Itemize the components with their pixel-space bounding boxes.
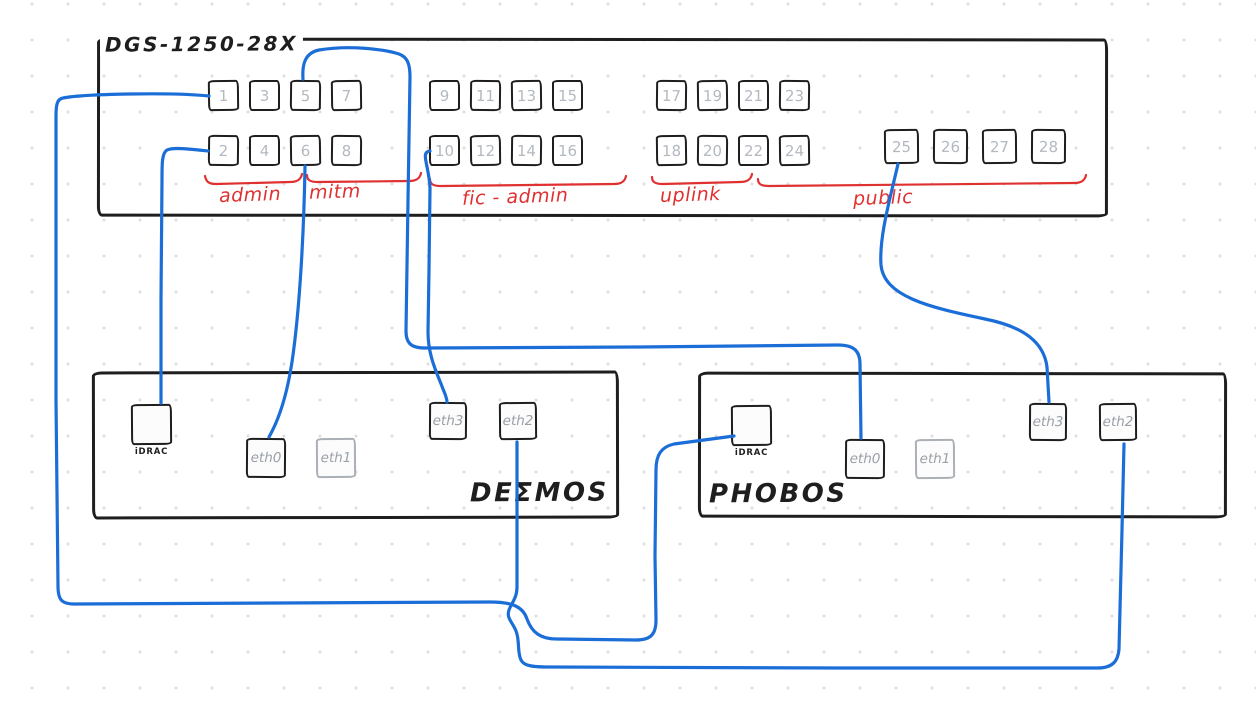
switch-port-8: 8	[330, 134, 363, 167]
server-port-desmos-eth1: eth1	[315, 437, 357, 479]
switch-port-2: 2	[207, 134, 240, 167]
server-port-desmos-eth3: eth3	[428, 401, 468, 441]
server-port-phobos-eth2: eth2	[1098, 402, 1138, 442]
server-port-phobos-eth0: eth0	[844, 438, 886, 480]
switch-title: DGS-1250-28X	[99, 31, 304, 57]
switch-port-11: 11	[469, 79, 502, 112]
switch-port-26: 26	[932, 128, 969, 165]
switch-port-21: 21	[738, 80, 769, 111]
switch-port-10: 10	[429, 135, 460, 166]
switch-port-9: 9	[429, 80, 460, 111]
server-port-label-desmos-idrac: iDRAC	[134, 447, 169, 457]
switch-port-16: 16	[552, 135, 583, 166]
port-group-label-public: public	[852, 185, 914, 211]
port-group-label-mitm: mitm	[308, 180, 362, 204]
switch-port-15: 15	[552, 80, 583, 111]
switch-port-20: 20	[696, 134, 729, 167]
switch-port-23: 23	[778, 79, 811, 112]
server-name-desmos: DEΣMOS	[469, 477, 609, 509]
switch-port-24: 24	[778, 134, 811, 167]
switch-port-18: 18	[655, 134, 688, 167]
port-group-label-uplink: uplink	[659, 182, 722, 208]
server-port-desmos-eth2: eth2	[498, 401, 538, 441]
switch-port-19: 19	[696, 79, 729, 112]
switch-port-22: 22	[738, 135, 769, 166]
server-port-phobos-idrac	[730, 404, 773, 447]
switch-port-6: 6	[289, 134, 322, 167]
switch-port-14: 14	[510, 134, 543, 167]
port-group-label-fic-admin: fic - admin	[461, 184, 569, 210]
server-port-label-phobos-idrac: iDRAC	[734, 448, 769, 458]
server-name-phobos: PHOBOS	[708, 478, 848, 510]
switch-port-4: 4	[249, 135, 280, 166]
server-port-desmos-idrac	[130, 403, 173, 446]
switch-port-28: 28	[1030, 128, 1067, 165]
switch-port-5: 5	[289, 79, 322, 112]
switch-port-25: 25	[883, 128, 920, 165]
switch-port-27: 27	[981, 128, 1018, 165]
switch-port-3: 3	[249, 80, 280, 111]
server-port-desmos-eth0: eth0	[245, 437, 287, 479]
switch-port-1: 1	[207, 79, 240, 112]
server-port-phobos-eth1: eth1	[914, 438, 956, 480]
port-group-label-admin: admin	[218, 182, 282, 208]
switch-port-7: 7	[330, 79, 363, 112]
switch-port-12: 12	[469, 134, 502, 167]
server-port-phobos-eth3: eth3	[1028, 402, 1068, 442]
switch-port-17: 17	[655, 79, 688, 112]
switch-port-13: 13	[510, 79, 543, 112]
